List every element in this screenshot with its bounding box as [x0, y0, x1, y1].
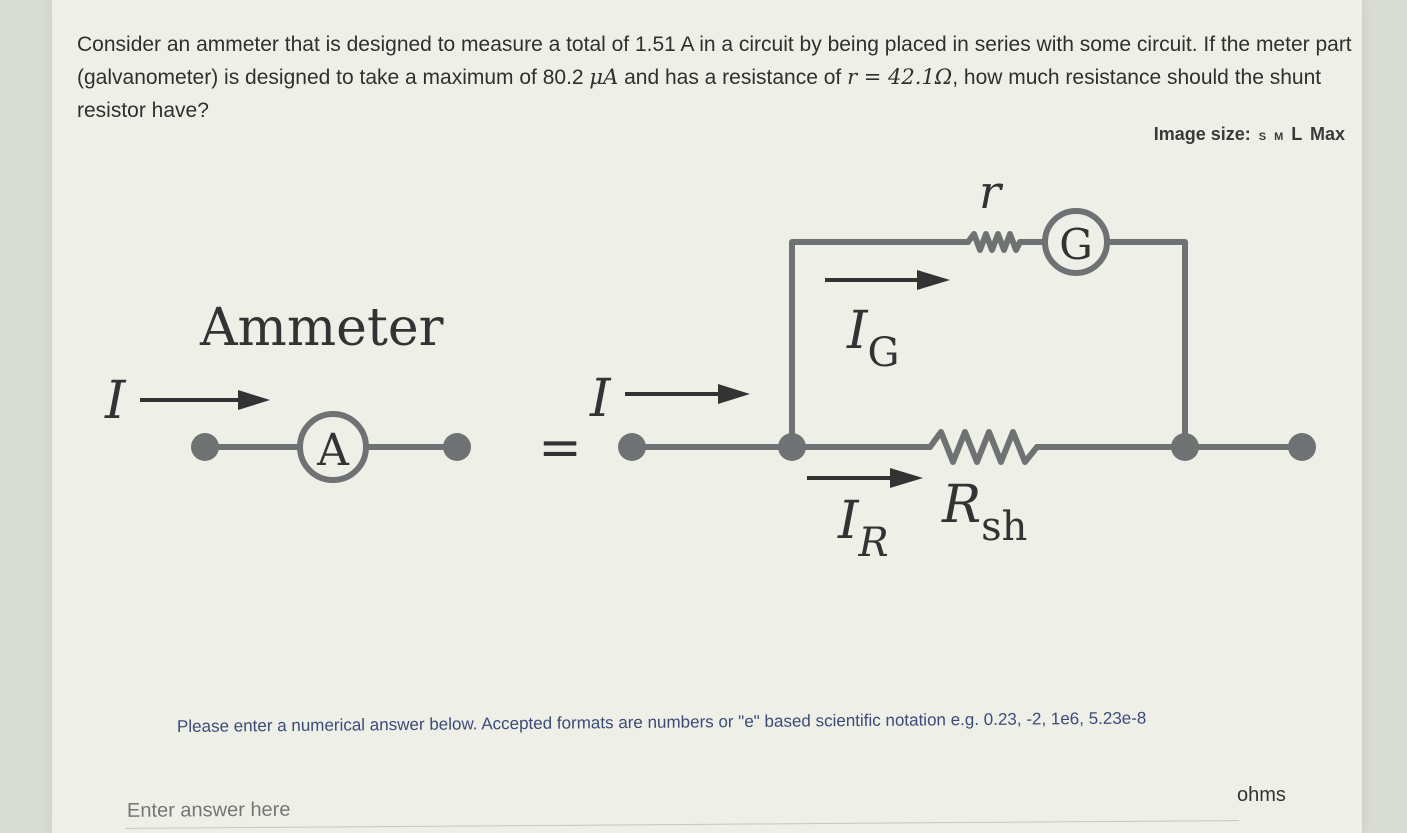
- galvanometer-symbol: [1042, 208, 1110, 276]
- image-size-m-option[interactable]: M: [1274, 131, 1284, 143]
- ammeter-label: Ammeter: [199, 298, 444, 358]
- galvanometer-letter: G: [1059, 220, 1093, 269]
- ammeter-symbol: [297, 411, 369, 483]
- equals-sign: =: [538, 418, 582, 478]
- question-text: Consider an ammeter that is designed to …: [77, 33, 1352, 122]
- r-label: r: [979, 165, 1004, 219]
- image-size-max-option[interactable]: Max: [1309, 124, 1345, 144]
- image-size-selector: Image size: S M L Max: [1154, 124, 1345, 145]
- ig-label: IG: [846, 301, 900, 376]
- left-current-label: I: [104, 371, 127, 431]
- question-panel: [52, 0, 1362, 833]
- answer-unit: ohms: [1237, 784, 1286, 806]
- circuit-diagram: Ammeter I A = I r G IG IR Rsh: [104, 165, 1316, 566]
- ir-label: IR: [837, 491, 889, 566]
- image-size-l-option[interactable]: L: [1291, 124, 1302, 144]
- rsh-label: Rsh: [941, 475, 1027, 550]
- ammeter-letter: A: [316, 425, 350, 476]
- image-size-label: Image size:: [1153, 124, 1251, 144]
- right-current-label: I: [589, 369, 612, 429]
- image-size-s-option[interactable]: S: [1258, 131, 1267, 143]
